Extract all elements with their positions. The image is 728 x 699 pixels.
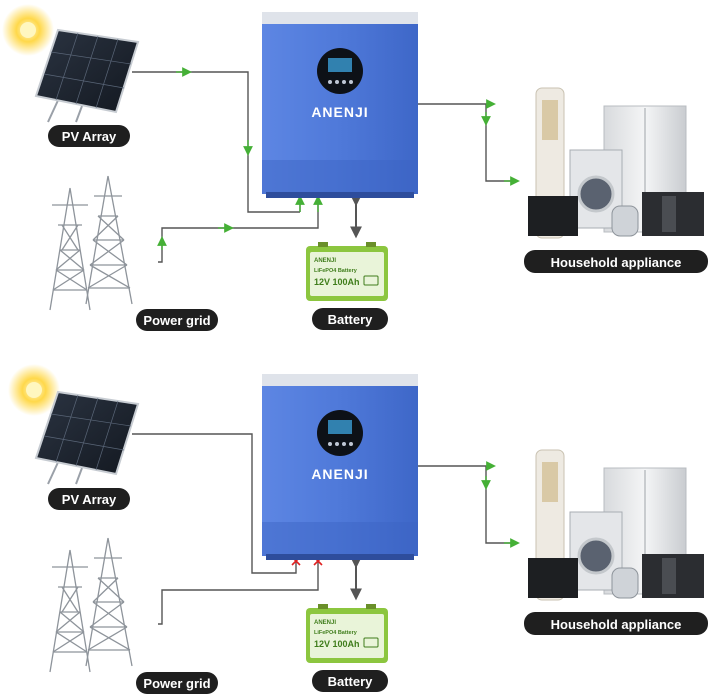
solar-panel-icon: [34, 28, 140, 123]
battery-brand: ANENJI: [314, 620, 336, 626]
battery-type: LiFePO4 Battery: [314, 630, 358, 636]
top-grid-wire: [158, 196, 319, 263]
battery-label: Battery: [312, 308, 388, 330]
rice-cooker: [611, 567, 639, 599]
power-grid-text: Power grid: [143, 313, 210, 328]
transmission-tower-icon: [49, 175, 133, 311]
rice-cooker: [611, 205, 639, 237]
battery-icon: ANENJI LiFePO4 Battery 12V 100Ah: [306, 604, 388, 663]
household-appliance-label: Household appliance: [524, 250, 708, 273]
power-grid-label: Power grid: [136, 672, 218, 694]
solar-panel-icon: [34, 390, 140, 485]
sun-icon: [2, 4, 54, 56]
household-appliance-label: Household appliance: [524, 612, 708, 635]
battery-spec: 12V 100Ah: [314, 277, 360, 287]
household-appliances-icon: [528, 87, 704, 239]
top-output-wire: [418, 103, 514, 182]
inverter: ANENJI: [262, 12, 418, 198]
battery-text: Battery: [328, 674, 374, 689]
household-appliances-icon: [528, 449, 704, 601]
power-grid-text: Power grid: [143, 676, 210, 691]
household-appliance-text: Household appliance: [551, 617, 682, 632]
top-flow-arrows: [157, 67, 520, 250]
pv-array-text: PV Array: [62, 492, 117, 507]
bottom-flow-arrows: [481, 461, 520, 548]
inverter-brand: ANENJI: [311, 104, 368, 120]
bottom-wires: [132, 433, 514, 625]
battery-brand: ANENJI: [314, 258, 336, 264]
battery-type: LiFePO4 Battery: [314, 268, 358, 274]
pv-array-label: PV Array: [48, 125, 130, 147]
inverter-brand: ANENJI: [311, 466, 368, 482]
battery-text: Battery: [328, 312, 374, 327]
battery-label: Battery: [312, 670, 388, 692]
battery-spec: 12V 100Ah: [314, 639, 360, 649]
pv-array-label: PV Array: [48, 488, 130, 510]
bottom-output-wire: [418, 465, 514, 544]
bottom-pv-wire: [132, 433, 297, 574]
inverter: ANENJI: [262, 374, 418, 560]
bottom-scenario: PV Array Power grid ANENJI: [8, 364, 708, 694]
sun-icon: [8, 364, 60, 416]
pv-array-text: PV Array: [62, 129, 117, 144]
microwave: [528, 558, 578, 598]
bottom-grid-wire: [158, 558, 319, 625]
household-appliance-text: Household appliance: [551, 255, 682, 270]
power-grid-label: Power grid: [136, 309, 218, 331]
top-scenario: PV Array Power grid ANENJI: [2, 4, 708, 331]
battery-icon: ANENJI LiFePO4 Battery 12V 100Ah: [306, 242, 388, 301]
microwave: [528, 196, 578, 236]
transmission-tower-icon: [49, 537, 133, 673]
